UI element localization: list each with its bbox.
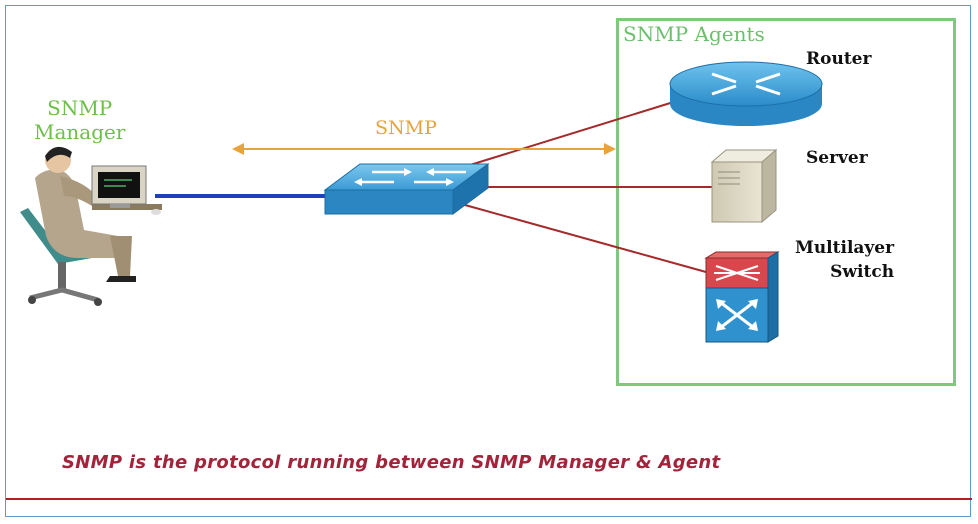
person-at-computer-icon xyxy=(20,146,162,306)
switch-to-mls-link xyxy=(464,204,707,273)
snmp-protocol-arrow xyxy=(232,143,616,155)
manager-label-line1: SNMP xyxy=(47,96,113,120)
snmp-manager-label: SNMP Manager xyxy=(34,96,125,144)
diagram-caption: SNMP is the protocol running between SNM… xyxy=(62,452,721,473)
snmp-protocol-label: SNMP xyxy=(375,117,437,139)
snmp-agents-box xyxy=(616,18,956,386)
router-icon xyxy=(669,61,823,126)
diagram-frame xyxy=(5,5,971,517)
manager-label-line2: Manager xyxy=(34,120,126,144)
multilayer-switch-label: Multilayer Switch xyxy=(795,236,894,284)
server-label: Server xyxy=(806,148,868,168)
mls-label-line2: Switch xyxy=(830,262,895,282)
mls-label-line1: Multilayer xyxy=(795,238,895,258)
snmp-agents-title: SNMP Agents xyxy=(623,22,765,46)
switch-icon xyxy=(323,163,490,215)
router-label: Router xyxy=(806,49,872,69)
multilayer-switch-icon xyxy=(704,251,780,343)
bottom-rule xyxy=(6,498,972,500)
switch-to-router-link xyxy=(469,99,681,166)
server-icon xyxy=(710,148,778,224)
